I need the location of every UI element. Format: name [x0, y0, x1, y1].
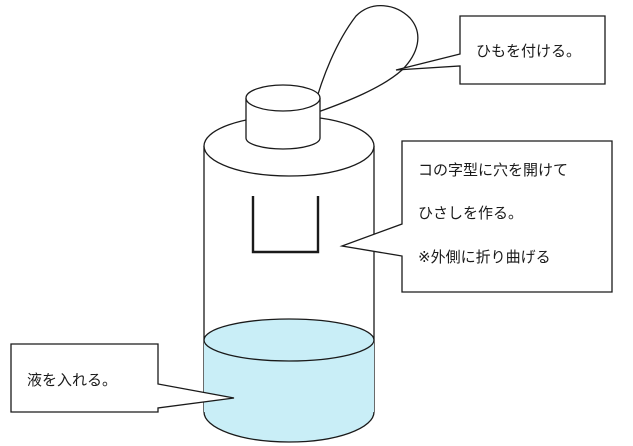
liquid [204, 340, 374, 442]
bottle-bottom [203, 411, 375, 443]
callout-liquid [10, 343, 235, 413]
liquid-surface [203, 318, 375, 362]
cap-top [245, 84, 321, 112]
cap-body [245, 98, 321, 150]
slot-cut [251, 196, 320, 254]
label-slot-line3: ※外側に折り曲げる [418, 248, 551, 266]
label-slot-line1: コの字型に穴を開けて [418, 161, 568, 179]
callout-slot [339, 140, 613, 293]
label-liquid: 液を入れる。 [27, 371, 117, 389]
string-loop [313, 4, 419, 113]
label-slot-line2: ひさしを作る。 [418, 204, 523, 222]
label-string: ひもを付ける。 [476, 42, 581, 60]
callout-string [395, 15, 606, 85]
